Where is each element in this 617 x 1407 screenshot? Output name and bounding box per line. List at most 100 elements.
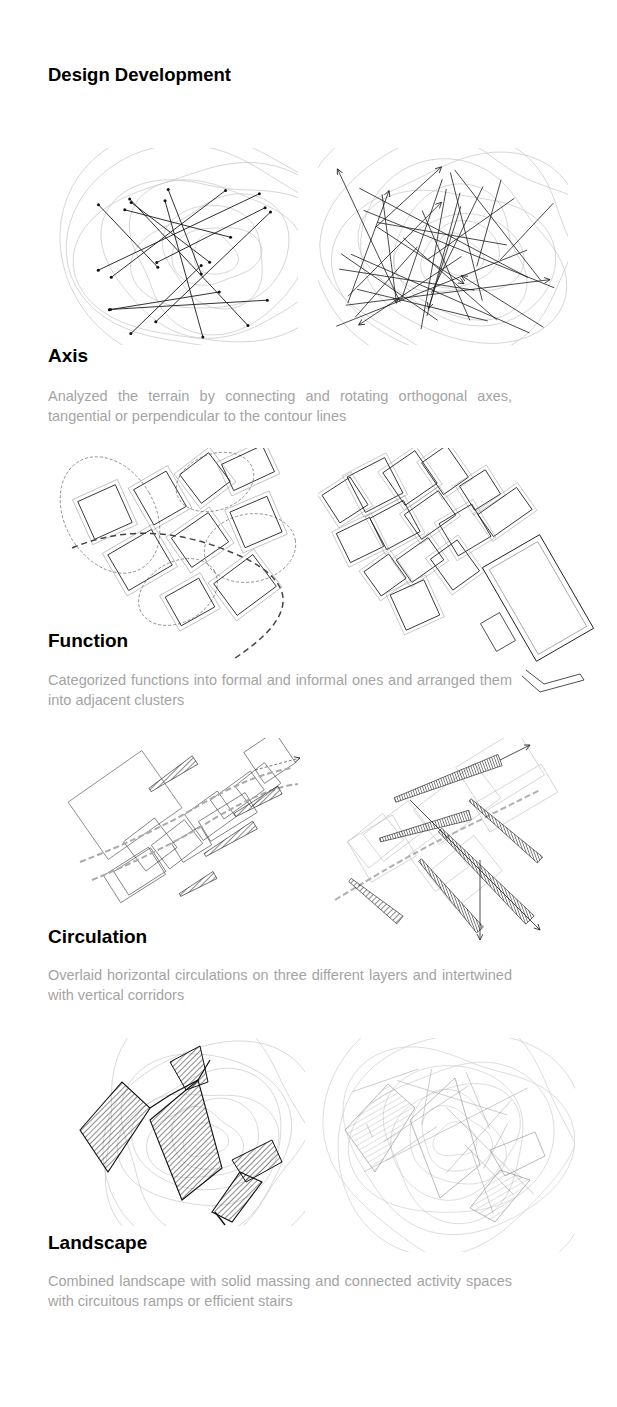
axis-line	[131, 265, 201, 333]
massing-block	[171, 513, 228, 568]
dimension-line	[400, 486, 461, 544]
contour-line	[194, 234, 238, 275]
axis-node	[258, 192, 261, 195]
axis-line	[428, 206, 460, 308]
contour-line	[131, 194, 289, 308]
faint-line	[484, 1124, 508, 1168]
dimension-line	[128, 466, 192, 531]
axis-line	[421, 189, 446, 329]
circulation-path	[92, 784, 298, 880]
axis-line	[109, 292, 219, 310]
axis-node	[156, 266, 159, 269]
axis-node	[246, 324, 249, 327]
axis-node	[154, 320, 157, 323]
dimension-line	[426, 535, 485, 595]
axis-node	[97, 203, 100, 206]
dimension-line	[166, 507, 234, 573]
cluster-ellipse	[58, 448, 180, 591]
hatched-band	[149, 756, 198, 792]
sketch-panel	[335, 738, 558, 940]
axis-line	[348, 202, 441, 296]
contour-line	[422, 1106, 492, 1172]
massing-block	[370, 500, 420, 549]
landscape-outline	[410, 1078, 480, 1198]
massing-block	[482, 535, 593, 662]
axis-line	[427, 193, 460, 316]
faint-line	[471, 1149, 494, 1214]
dimension-line	[365, 496, 425, 555]
axis-node	[229, 236, 232, 239]
dimension-line	[102, 524, 177, 596]
massing-block	[478, 487, 532, 536]
axis-node	[128, 197, 131, 200]
axis-node	[109, 308, 112, 311]
faint-line	[422, 1069, 432, 1125]
faint-line	[465, 1145, 513, 1195]
cluster-ellipse	[168, 448, 262, 522]
contour-line	[410, 1089, 506, 1184]
landscape-outline	[470, 1170, 530, 1222]
axis-line	[422, 210, 470, 320]
massing-block	[422, 448, 469, 495]
contour-line	[66, 148, 298, 345]
faint-line	[446, 1107, 533, 1193]
axis-node	[155, 261, 158, 264]
axis-line	[341, 254, 437, 320]
axis-node	[266, 299, 269, 302]
contour-line	[60, 148, 298, 345]
section-heading: Axis	[48, 345, 88, 367]
massing-block	[489, 542, 586, 655]
dimension-line	[332, 513, 389, 568]
axis-line	[130, 199, 248, 326]
massing-block	[180, 453, 231, 504]
contour-line	[343, 1047, 575, 1235]
hatched-band	[419, 859, 484, 933]
massing-block	[396, 538, 444, 583]
contour-line	[318, 148, 568, 345]
axis-line	[359, 256, 462, 325]
stair-line	[150, 1060, 210, 1108]
dimension-line	[216, 448, 280, 496]
contour-line	[172, 228, 262, 285]
axis-node	[97, 269, 100, 272]
axis-line	[346, 280, 550, 306]
sketch-panel	[68, 738, 300, 903]
ghost-block	[348, 814, 404, 869]
axis-node	[201, 335, 204, 338]
section-heading: Function	[48, 630, 128, 652]
cluster-ellipse	[199, 507, 301, 590]
axis-line	[428, 198, 515, 259]
axis-line	[98, 205, 157, 268]
axis-line	[377, 222, 506, 244]
axis-line	[168, 190, 201, 274]
axis-node	[224, 189, 227, 192]
section-description: Combined landscape with solid massing an…	[48, 1271, 512, 1311]
massing-block	[104, 847, 166, 903]
massing-block	[404, 491, 455, 540]
hatched-band	[204, 821, 257, 856]
axis-line	[336, 250, 527, 326]
direction-arrow	[480, 860, 481, 940]
dimension-line	[455, 465, 506, 515]
contour-line	[361, 159, 567, 344]
faint-line	[364, 1088, 528, 1172]
massing-block	[244, 738, 296, 783]
massing-block	[108, 530, 172, 591]
landscape-mass	[170, 1046, 208, 1090]
contour-line	[320, 148, 568, 345]
massing-block	[439, 504, 491, 556]
contour-line	[73, 163, 298, 342]
faint-line	[511, 1169, 521, 1178]
contour-line	[394, 184, 527, 320]
contour-line	[323, 1038, 575, 1252]
circulation-path	[80, 768, 292, 862]
ghost-block	[347, 815, 416, 882]
dimension-line	[174, 448, 236, 509]
dimension-line	[359, 549, 411, 601]
axis-line	[431, 186, 483, 293]
contour-line	[338, 1038, 575, 1252]
axis-line	[450, 172, 482, 300]
axis-node	[208, 261, 211, 264]
hatched-band	[469, 799, 543, 863]
axis-line	[455, 170, 541, 281]
